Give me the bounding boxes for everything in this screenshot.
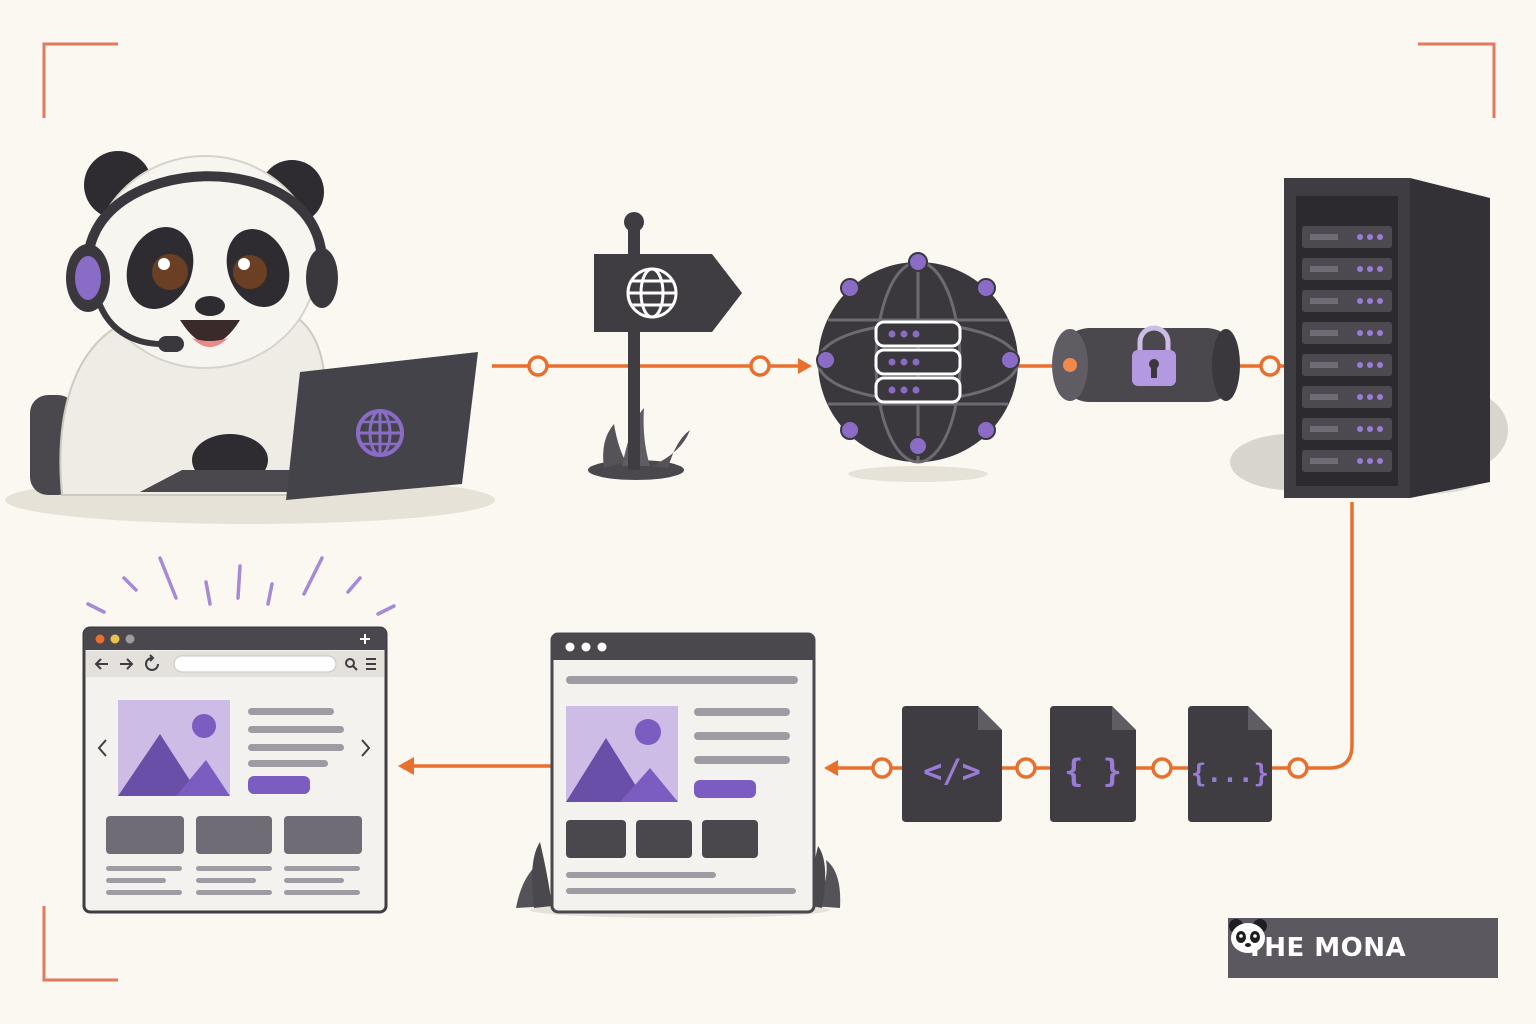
file-css: { } xyxy=(1050,706,1136,822)
connector-server-to-files xyxy=(1272,502,1354,779)
rendered-web-page xyxy=(82,556,396,914)
draft-web-page xyxy=(516,632,841,918)
secure-tunnel xyxy=(1052,325,1240,402)
server-units xyxy=(1302,226,1392,472)
panda-user-illustration xyxy=(5,151,495,524)
lock-icon xyxy=(1132,325,1176,386)
connector-laptop-to-dns xyxy=(492,355,812,377)
curly-braces-ellipsis-icon: {...} xyxy=(1191,759,1269,789)
refresh-icon xyxy=(145,654,159,671)
network-hub-globe xyxy=(816,252,1020,482)
file-html: </> xyxy=(902,706,1002,822)
brand-badge: THE MONA xyxy=(1228,918,1498,978)
panda-face-icon xyxy=(1229,919,1267,953)
carousel-prev-icon xyxy=(97,739,107,757)
plus-icon xyxy=(360,634,370,644)
server-stack-icon xyxy=(874,320,962,404)
dns-signpost xyxy=(588,212,742,480)
curly-braces-icon: { } xyxy=(1064,752,1122,790)
back-arrow-icon xyxy=(94,658,108,670)
connector-draft-to-rendered-page xyxy=(398,757,552,775)
file-js: {...} xyxy=(1188,706,1272,822)
search-icon xyxy=(345,658,358,671)
carousel-next-icon xyxy=(361,739,371,757)
web-server-tower xyxy=(1230,178,1508,498)
connector-tunnel-to-server xyxy=(1240,355,1286,377)
code-brackets-icon: </> xyxy=(923,752,981,790)
globe-icon xyxy=(626,267,678,319)
forward-arrow-icon xyxy=(120,658,134,670)
brand-name: THE MONA xyxy=(1246,933,1407,963)
sparkle-lines xyxy=(86,556,396,616)
connector-files-to-draft-page xyxy=(824,757,904,779)
connector-between-files xyxy=(998,757,1188,779)
menu-icon xyxy=(366,658,376,670)
frame-corners xyxy=(42,42,1496,982)
